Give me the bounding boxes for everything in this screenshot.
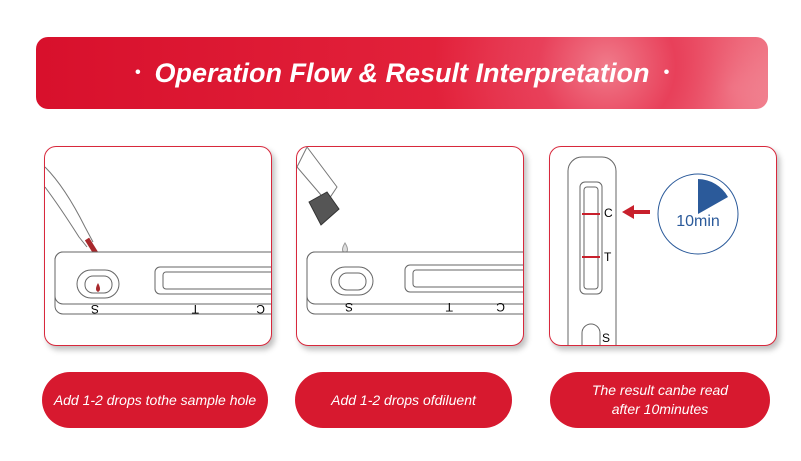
step2-label: Add 1-2 drops ofdiluent bbox=[295, 372, 512, 428]
timer-label: 10min bbox=[676, 213, 720, 230]
cassette-s-label: S bbox=[602, 331, 610, 345]
step2-text: Add 1-2 drops ofdiluent bbox=[331, 391, 476, 408]
step3-label: The result canbe read after 10minutes bbox=[550, 372, 770, 428]
step3-text-line1: The result canbe read bbox=[591, 382, 729, 398]
page-title: Operation Flow & Result Interpretation bbox=[154, 57, 650, 88]
cassette-c-label: C bbox=[604, 206, 613, 220]
header-banner: • Operation Flow & Result Interpretation… bbox=[36, 37, 768, 109]
cassette-t-label: T bbox=[604, 250, 612, 264]
step2-illustration: S T C bbox=[296, 146, 524, 346]
cassette-t-label: T bbox=[445, 300, 453, 314]
cassette-c-label: C bbox=[496, 300, 505, 314]
step1-illustration: S T C bbox=[44, 146, 272, 346]
cassette-t-label: T bbox=[191, 302, 199, 316]
bullet-icon: • bbox=[134, 64, 141, 81]
arrow-left-icon bbox=[622, 205, 650, 219]
result-reading-illustration: C T S 10min bbox=[567, 156, 739, 345]
cassette-s-label: S bbox=[345, 300, 353, 314]
timer-icon bbox=[698, 179, 728, 214]
diluent-bottle-illustration: S T C bbox=[297, 147, 523, 315]
cassette-c-label: C bbox=[256, 302, 265, 316]
step3-illustration: C T S 10min bbox=[549, 146, 777, 346]
step3-text-line2: after 10minutes bbox=[611, 401, 709, 417]
cassette-s-label: S bbox=[91, 302, 99, 316]
step1-label: Add 1-2 drops tothe sample hole bbox=[42, 372, 268, 428]
bullet-icon: • bbox=[663, 64, 670, 81]
sample-dropper-illustration: S T C bbox=[45, 166, 271, 316]
step1-text: Add 1-2 drops tothe sample hole bbox=[53, 391, 257, 408]
